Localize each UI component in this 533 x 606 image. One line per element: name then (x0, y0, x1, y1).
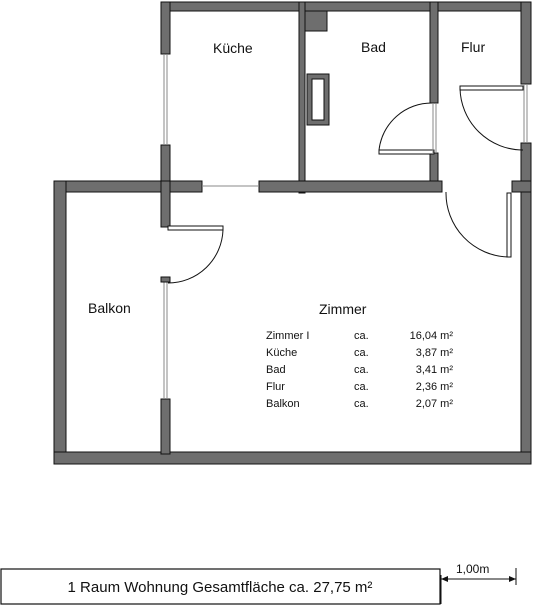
area-ca: ca. (354, 347, 369, 359)
area-name: Bad (266, 364, 286, 376)
wall-balkon-left (53, 180, 67, 465)
walls (53, 1, 532, 465)
zimmer-door-swing (445, 191, 509, 258)
area-table: Zimmer I ca. 16,04 m² Küche ca. 3,87 m² … (266, 330, 453, 410)
bad-door-swing (378, 102, 433, 151)
bad-door-leaf (378, 149, 435, 155)
room-label-zimmer: Zimmer (319, 301, 367, 317)
area-value: 2,07 m² (416, 398, 454, 410)
area-ca: ca. (354, 398, 369, 410)
wall-top (160, 1, 532, 12)
balkon-door-leaf (167, 225, 224, 231)
area-value: 16,04 m² (410, 330, 454, 342)
area-name: Flur (266, 381, 285, 393)
room-label-kueche: Küche (213, 40, 253, 56)
balkon-door-swing (167, 229, 224, 284)
room-label-flur: Flur (461, 39, 485, 55)
shaft-inner (311, 78, 325, 121)
area-value: 3,87 m² (416, 347, 454, 359)
wall-right-mid (520, 142, 532, 186)
area-name: Küche (266, 347, 297, 359)
wall-bottom (53, 451, 532, 465)
caption-box: 1 Raum Wohnung Gesamtfläche ca. 27,75 m² (0, 568, 441, 605)
room-label-balkon: Balkon (88, 300, 131, 316)
wall-mid-right (258, 180, 443, 193)
scale-arrow-left (441, 576, 448, 582)
wall-balkon-zimmer-top (160, 180, 171, 228)
caption-text: 1 Raum Wohnung Gesamtfläche ca. 27,75 m² (68, 579, 373, 596)
wall-flur-stub (511, 180, 532, 193)
wall-kueche-left-top (160, 1, 171, 55)
wall-kueche-bad (298, 1, 306, 194)
room-label-bad: Bad (361, 39, 386, 55)
wall-bad-flur-top (429, 1, 439, 104)
area-value: 3,41 m² (416, 364, 454, 376)
doors (160, 85, 524, 284)
caption-frame (0, 568, 441, 605)
chimney-block (304, 10, 328, 32)
flur-door-swing (459, 87, 524, 151)
area-ca: ca. (354, 381, 369, 393)
area-value: 2,36 m² (416, 381, 454, 393)
wall-right-top (520, 1, 532, 85)
windows (163, 54, 528, 399)
area-name: Zimmer I (266, 330, 309, 342)
area-name: Balkon (266, 398, 300, 410)
scale-label: 1,00m (456, 562, 489, 576)
wall-mid-left (53, 180, 203, 193)
area-ca: ca. (354, 364, 369, 376)
flur-door-leaf (459, 85, 524, 91)
zimmer-door-leaf (506, 192, 512, 258)
wall-balkon-zimmer-bottom (160, 398, 171, 455)
scale-arrow-right (509, 576, 516, 582)
scale-bar: 1,00m (440, 562, 517, 604)
wall-right-bottom (520, 180, 532, 465)
balkon-door-jamb (160, 276, 171, 283)
area-ca: ca. (354, 330, 369, 342)
